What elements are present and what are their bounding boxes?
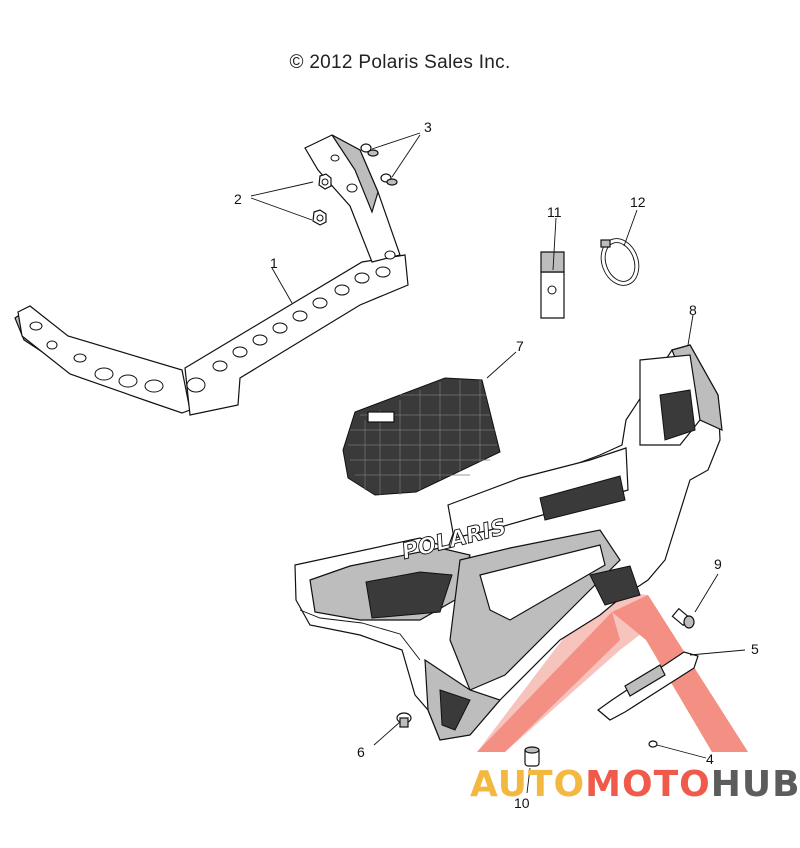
callout-6: 6 (357, 744, 365, 760)
callout-1: 1 (270, 255, 278, 271)
watermark-auto: AUTO (470, 764, 586, 805)
part-12-cable-tie (600, 238, 640, 286)
watermark-hub: HUB (710, 764, 800, 805)
part-1-brace (14, 134, 409, 416)
watermark-moto: MOTO (585, 764, 711, 805)
callout-10: 10 (514, 795, 530, 811)
part-11-clip (540, 251, 565, 319)
copyright-notice: © 2012 Polaris Sales Inc. (289, 52, 511, 73)
callout-2: 2 (234, 191, 242, 207)
callout-8: 8 (689, 302, 697, 318)
callout-3: 3 (424, 119, 432, 135)
part-6-rivet (396, 712, 412, 728)
callout-5: 5 (751, 641, 759, 657)
part-3-fasteners (360, 143, 398, 186)
callout-11: 11 (547, 204, 562, 220)
part-8-bumper: POLARIS (294, 344, 723, 741)
callout-4: 4 (706, 751, 714, 767)
part-2-nuts (312, 173, 332, 226)
callout-12: 12 (630, 194, 646, 210)
part-4-screw (648, 740, 658, 748)
callout-7: 7 (516, 338, 524, 354)
part-9-bolt (671, 607, 695, 629)
part-10-plug (524, 746, 540, 767)
part-7-grille (342, 377, 501, 496)
leader-lines (250, 132, 746, 794)
callout-9: 9 (714, 556, 722, 572)
watermark-logo: AUTOMOTOHUB (470, 764, 800, 805)
part-5-bracket (597, 651, 699, 721)
